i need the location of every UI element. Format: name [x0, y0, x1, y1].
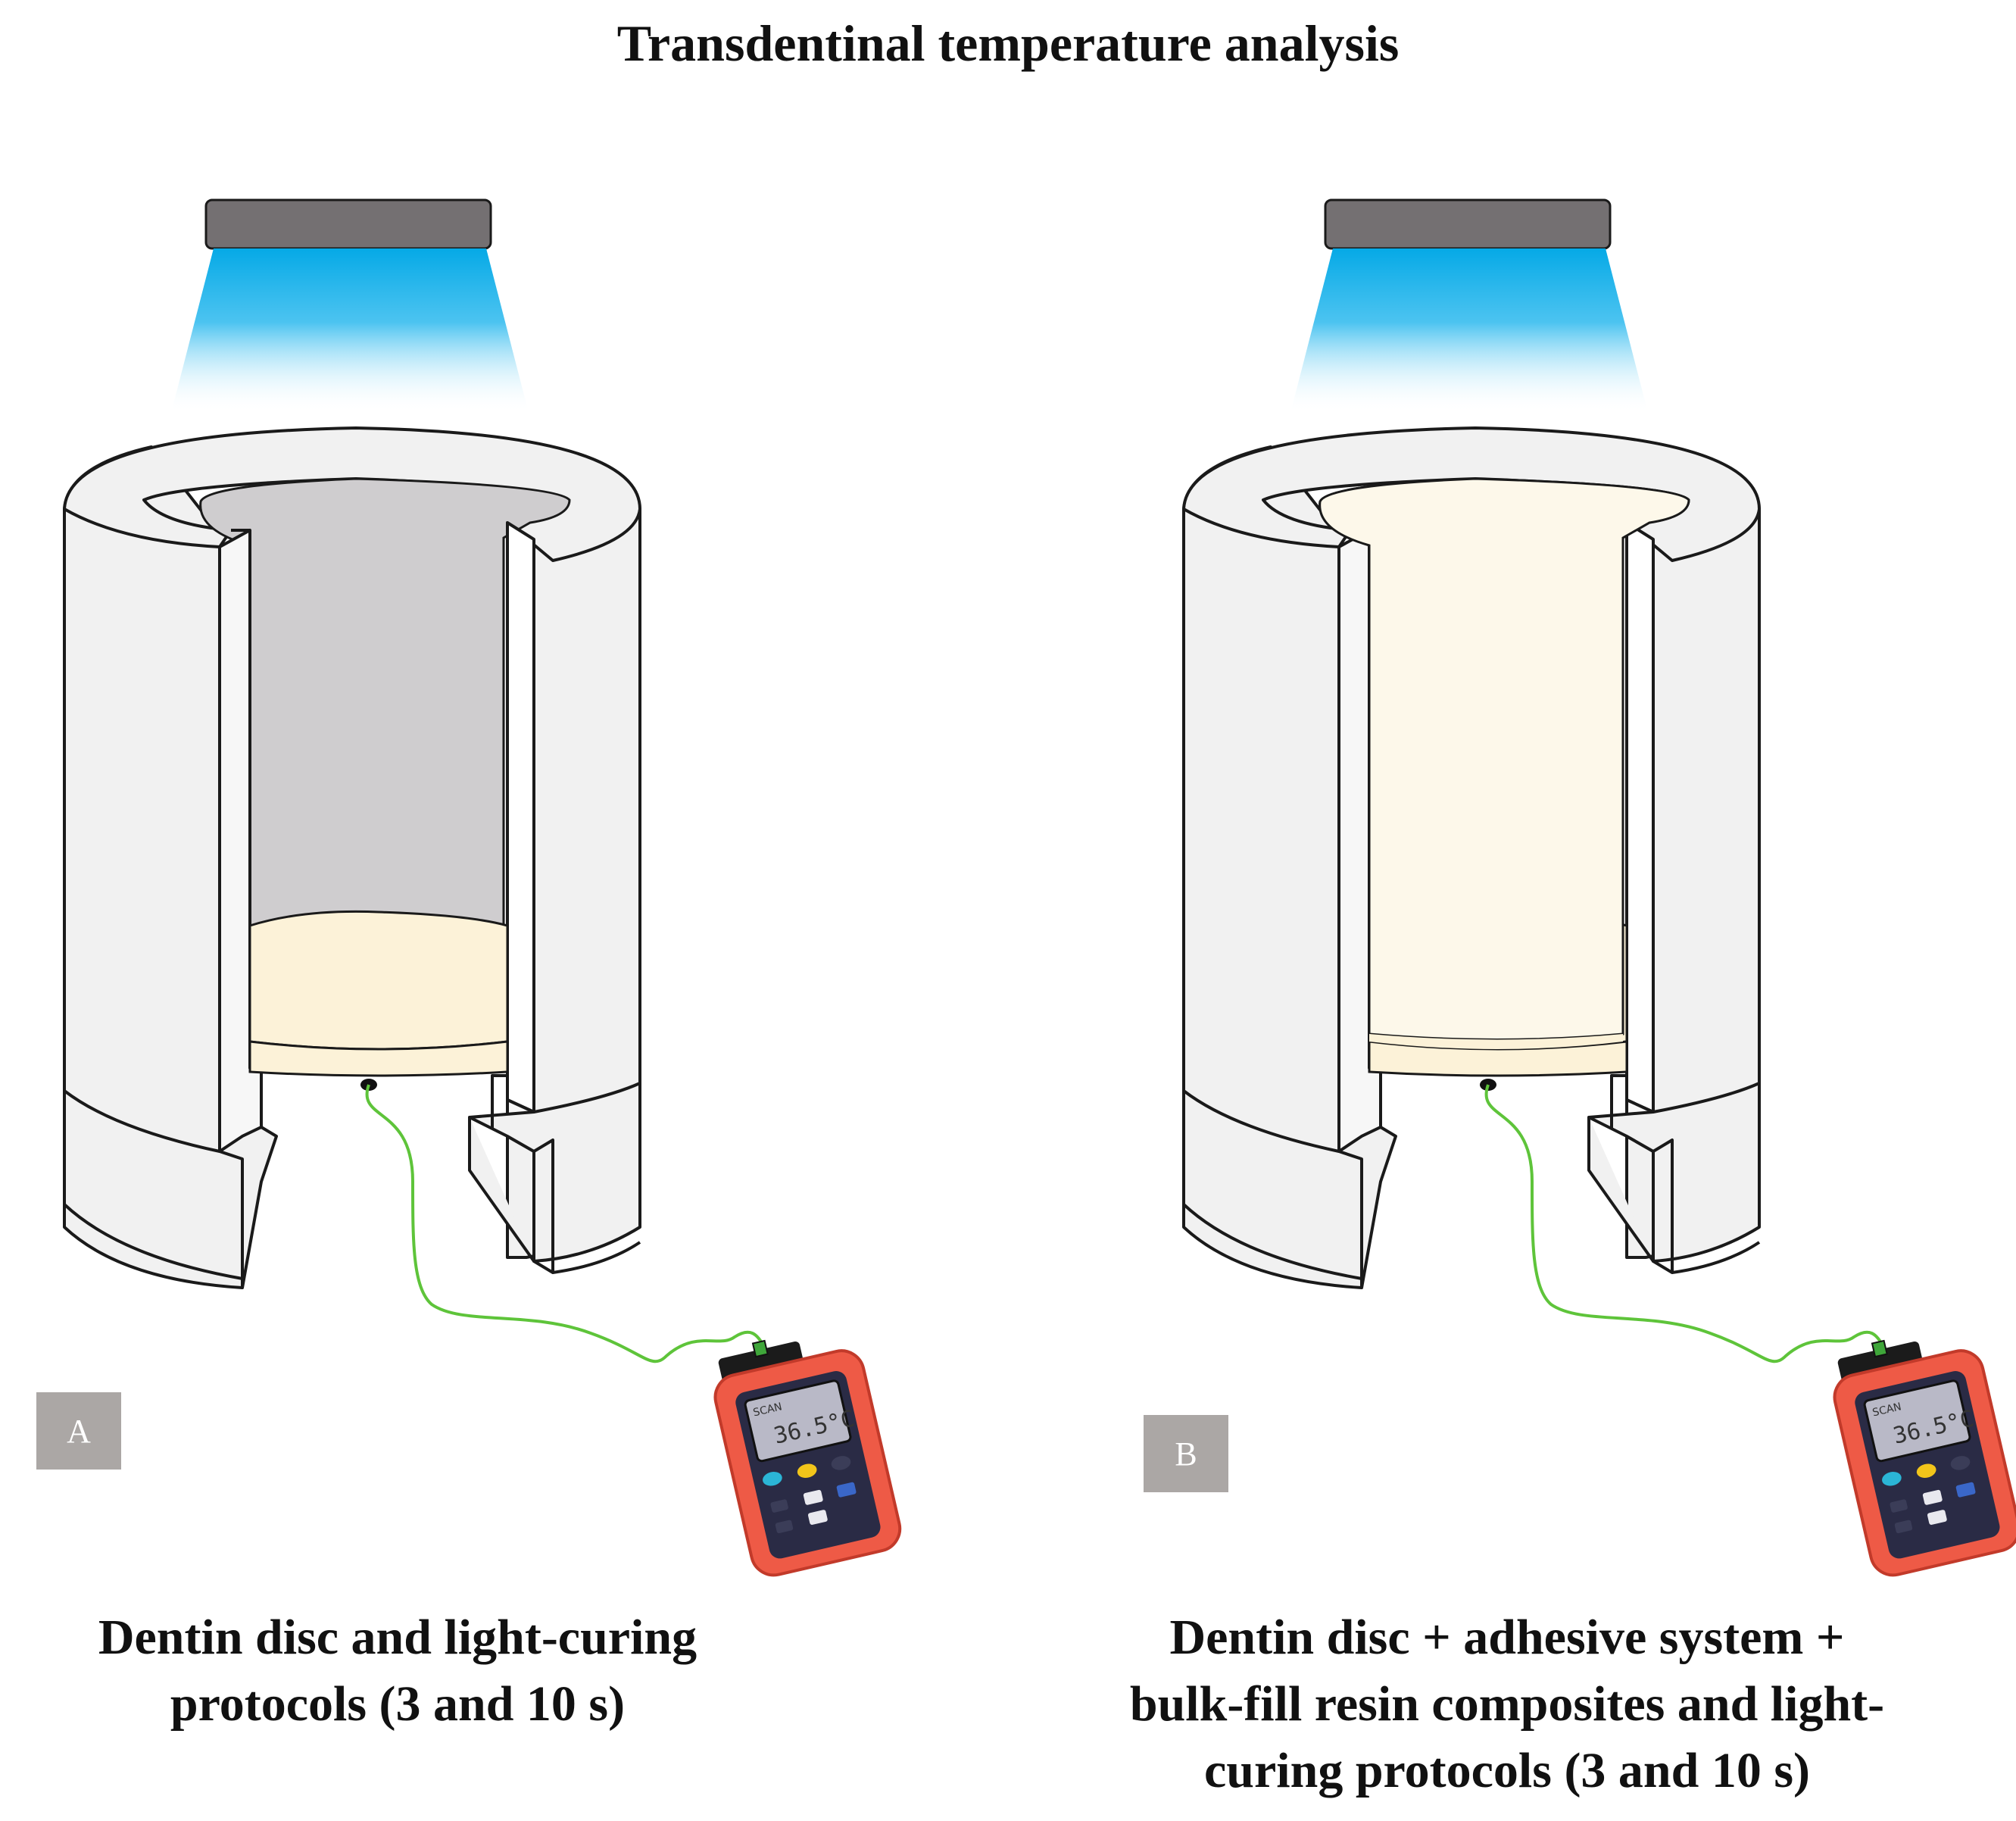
panel-b-setup	[1182, 198, 2016, 1582]
caption-a: Dentin disc and light-curing protocols (…	[30, 1604, 765, 1738]
caption-b-line: curing protocols (3 and 10 s)	[1204, 1743, 1810, 1798]
caption-b: Dentin disc + adhesive system + bulk-fil…	[1053, 1604, 1961, 1804]
caption-b-line: Dentin disc + adhesive system +	[1169, 1610, 1845, 1665]
panel-label-a: A	[36, 1392, 121, 1470]
setup-a	[63, 198, 907, 1582]
caption-a-line: Dentin disc and light-curing	[98, 1610, 697, 1665]
figure-title: Transdentinal temperature analysis	[616, 14, 1400, 72]
panel-label-b: B	[1144, 1415, 1228, 1492]
caption-a-line: protocols (3 and 10 s)	[170, 1676, 626, 1732]
panel-a-setup	[63, 198, 907, 1582]
caption-b-line: bulk-fill resin composites and light-	[1129, 1676, 1885, 1732]
bulk-fill-composite	[1319, 477, 1690, 1041]
